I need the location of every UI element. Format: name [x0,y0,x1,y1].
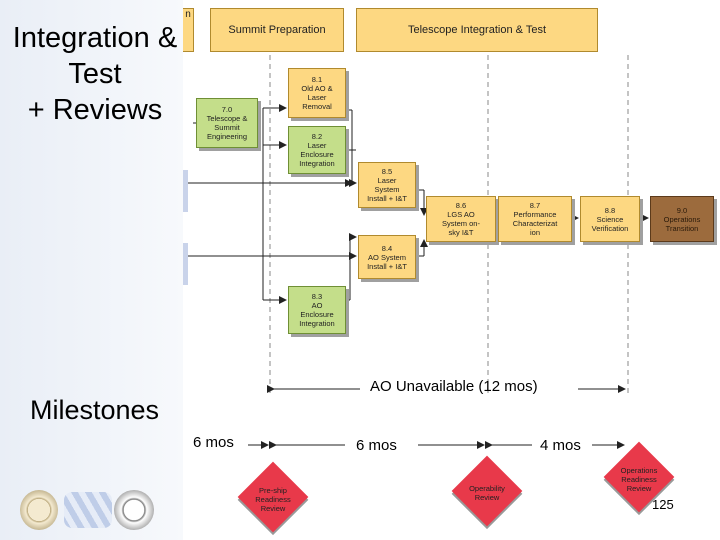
task-8-6-lgs-ao-onsky: 8.6 LGS AO System on- sky I&T [426,196,496,242]
slide-title: Integration & Test + Reviews [12,22,178,126]
review-label-operations-readiness: Operations Readiness Review [620,466,658,493]
task-8-2-laser-enclosure-integration: 8.2 Laser Enclosure Integration [288,126,346,174]
phase-header-telescope-integration-test: Telescope Integration & Test [356,8,598,52]
phase-header-summit-preparation: Summit Preparation [210,8,344,52]
left-sidebar-band [0,0,183,540]
duration-label-2: 6 mos [356,437,397,454]
ao-unavailable-label: AO Unavailable (12 mos) [370,378,538,395]
review-label-preship: Pre-ship Readiness Review [255,486,291,513]
edge-stub-top [183,170,188,212]
duration-label-3: 4 mos [540,437,581,454]
milestones-heading: Milestones [30,395,160,425]
task-8-7-performance-characterization: 8.7 Performance Characterizat ion [498,196,572,242]
hexagon-mirror-logo [64,492,112,528]
institution-seal-logo-1 [20,490,58,530]
task-8-4-ao-system-install: 8.4 AO System Install + I&T [358,235,416,279]
edge-stub-bottom [183,243,188,285]
task-7-0-telescope-summit-engineering: 7.0 Telescope & Summit Engineering [196,98,258,148]
institution-seal-logo-2 [114,490,154,530]
duration-label-1: 6 mos [193,434,234,451]
task-8-1-old-ao-laser-removal: 8.1 Old AO & Laser Removal [288,68,346,118]
task-9-0-operations-transition: 9.0 Operations Transition [650,196,714,242]
phase-header-partial: n [183,8,194,52]
task-8-3-ao-enclosure-integration: 8.3 AO Enclosure Integration [288,286,346,334]
page-number: 125 [652,497,674,512]
task-8-8-science-verification: 8.8 Science Verification [580,196,640,242]
review-label-operability: Operability Review [469,484,505,502]
task-8-5-laser-system-install: 8.5 Laser System Install + I&T [358,162,416,208]
